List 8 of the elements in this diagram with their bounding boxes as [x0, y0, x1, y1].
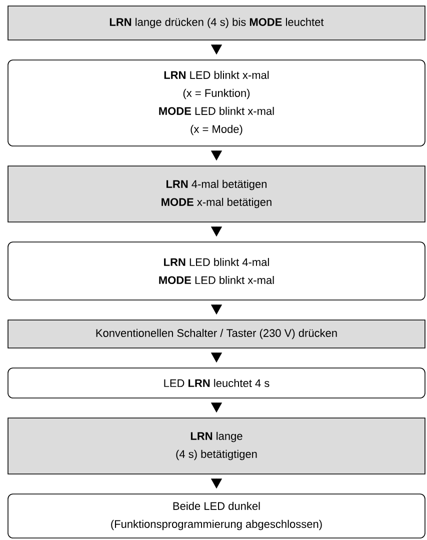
state-box: Beide LED dunkel (Funktionsprogrammierung abgeschlossen) — [8, 494, 426, 538]
state-box: LED LRN leuchtet 4 s — [8, 368, 426, 398]
action-box: LRN 4-mal betätigen MODE x-mal betätigen — [8, 166, 426, 222]
action-box: LRN lange drücken (4 s) bis MODE leuchtet — [8, 6, 426, 40]
action-box: LRN lange (4 s) betätigtigen — [8, 418, 426, 474]
action-box: Konventionellen Schalter / Taster (230 V) drücken — [8, 320, 426, 348]
state-box: LRN LED blinkt 4-mal MODE LED blinkt x-mal — [8, 242, 426, 300]
state-box: LRN LED blinkt x-mal (x = Funktion) MODE LED blinkt x-mal (x = Mode) — [8, 60, 426, 146]
